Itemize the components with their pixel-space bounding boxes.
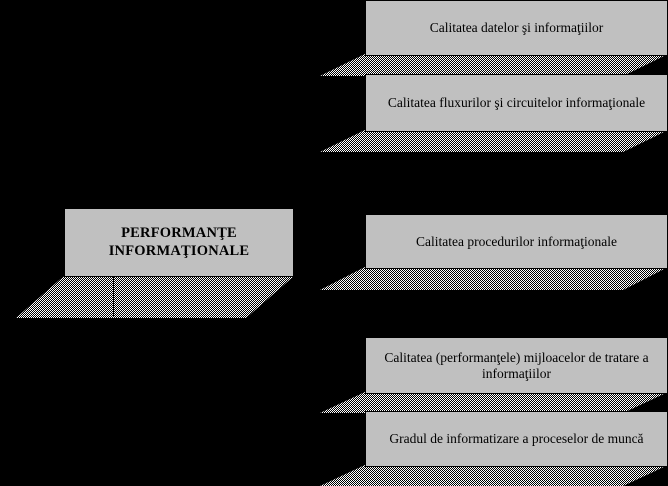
main-node-face[interactable]: PERFORMANŢE INFORMAŢIONALE [64,208,294,277]
node-face[interactable]: Gradul de informatizare a proceselor de … [365,411,668,467]
node-calitatea-procedurilor[interactable]: Calitatea procedurilor informaţionale [320,214,668,290]
node-calitatea-datelor[interactable]: Calitatea datelor şi informaţiilor [320,0,668,76]
main-node-shadow [16,276,294,318]
node-shadow [320,392,668,413]
node-shadow [320,130,668,152]
node-performante-informationale[interactable]: PERFORMANŢE INFORMAŢIONALE [16,208,294,318]
main-node-label-line2: INFORMAŢIONALE [108,242,250,259]
node-face[interactable]: Calitatea procedurilor informaţionale [365,214,668,269]
node-label: Calitatea datelor şi informaţiilor [429,20,604,36]
node-shadow [320,267,668,290]
node-calitatea-mijloacelor[interactable]: Calitatea (performanţele) mijloacelor de… [320,337,668,413]
node-label: Gradul de informatizare a proceselor de … [389,431,644,447]
main-node-label-line1: PERFORMANŢE [121,225,237,242]
node-face[interactable]: Calitatea fluxurilor şi circuitelor info… [365,74,668,132]
node-face[interactable]: Calitatea datelor şi informaţiilor [365,0,668,56]
main-node-connector [113,276,114,316]
node-label: Calitatea (performanţele) mijloacelor de… [384,349,649,381]
node-shadow [320,54,668,76]
node-calitatea-fluxurilor[interactable]: Calitatea fluxurilor şi circuitelor info… [320,74,668,152]
node-gradul-informatizare[interactable]: Gradul de informatizare a proceselor de … [320,411,668,486]
node-label: Calitatea procedurilor informaţionale [416,233,617,249]
node-label: Calitatea fluxurilor şi circuitelor info… [387,95,646,111]
node-shadow [320,465,668,486]
node-face[interactable]: Calitatea (performanţele) mijloacelor de… [365,337,668,394]
